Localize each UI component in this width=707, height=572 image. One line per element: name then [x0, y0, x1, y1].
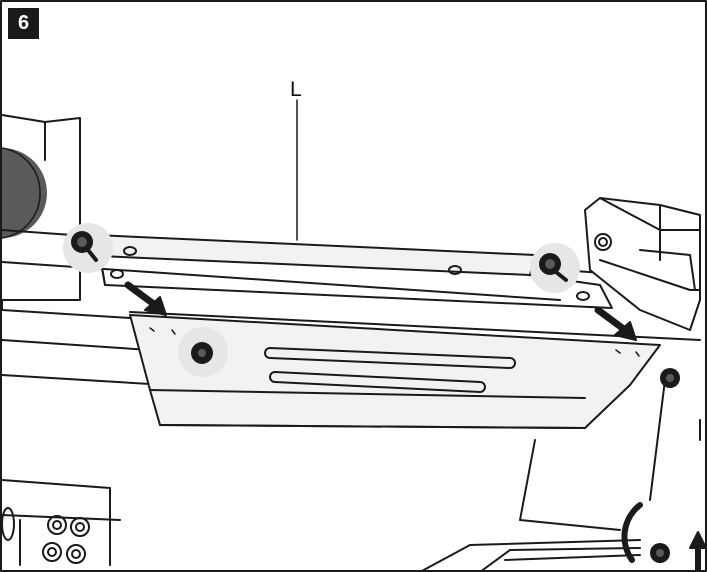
right-bracket [584, 197, 701, 331]
rail-hole [123, 246, 137, 256]
rail-hole [576, 291, 590, 301]
rail-hole [110, 269, 124, 279]
removal-arrow-icon [594, 306, 637, 341]
lower-frame [419, 379, 701, 572]
screw-icon [530, 243, 580, 293]
nut-icon [650, 543, 670, 563]
bottom-nuts [42, 515, 90, 564]
step-number-badge: 6 [8, 8, 39, 39]
guard-plate [129, 314, 661, 429]
callout-label-L: L [290, 78, 302, 101]
removal-arrow-icon [124, 281, 167, 316]
rotation-arrow-icon [621, 502, 707, 572]
screw-icon [63, 223, 113, 273]
rail-hole [448, 265, 462, 275]
round-housing-part [2, 148, 47, 238]
nut-icon [660, 368, 680, 388]
nut-icon [178, 327, 228, 377]
